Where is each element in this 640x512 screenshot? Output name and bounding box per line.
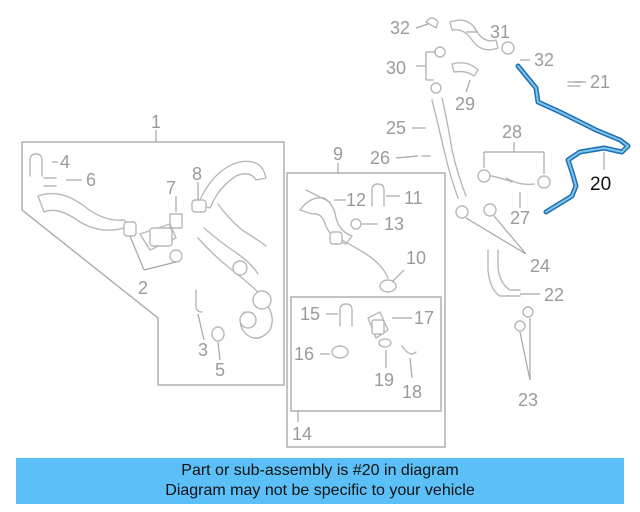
info-banner: Part or sub-assembly is #20 in diagram D… xyxy=(16,458,624,504)
group-1-parts xyxy=(29,153,273,342)
callout-3: 3 xyxy=(198,340,208,360)
callout-22: 22 xyxy=(544,285,564,305)
callout-2: 2 xyxy=(138,278,148,298)
callout-20: 20 xyxy=(590,174,611,195)
group-14-box xyxy=(290,296,442,412)
callout-10: 10 xyxy=(406,248,426,268)
right-parts xyxy=(421,17,583,332)
callout-29: 29 xyxy=(455,94,475,114)
banner-line-2: Diagram may not be specific to your vehi… xyxy=(165,482,475,499)
callout-17: 17 xyxy=(414,308,434,328)
banner-line-1: Part or sub-assembly is #20 in diagram xyxy=(181,462,459,479)
callout-32a: 32 xyxy=(390,18,410,38)
callout-25: 25 xyxy=(386,118,406,138)
callout-9: 9 xyxy=(333,144,343,164)
parts-diagram: 1 2 3 4 5 6 7 8 9 10 11 12 13 14 15 16 1… xyxy=(21,17,631,448)
group-14-parts xyxy=(331,303,417,359)
callout-21: 21 xyxy=(590,72,610,92)
callout-7: 7 xyxy=(166,178,176,198)
callout-16: 16 xyxy=(294,344,314,364)
callout-28: 28 xyxy=(502,122,522,142)
callout-8: 8 xyxy=(192,164,202,184)
callout-32b: 32 xyxy=(534,50,554,70)
callout-6: 6 xyxy=(86,170,96,190)
callout-4: 4 xyxy=(60,152,70,172)
callout-30: 30 xyxy=(386,58,406,78)
callout-18: 18 xyxy=(402,382,422,402)
callout-31: 31 xyxy=(490,22,510,42)
callout-19: 19 xyxy=(374,370,394,390)
part-20-hose[interactable] xyxy=(515,63,631,215)
part-20-hose-inner xyxy=(517,65,629,213)
group-1-outline xyxy=(21,141,285,386)
callout-23: 23 xyxy=(518,390,538,410)
callout-13: 13 xyxy=(384,214,404,234)
callout-11: 11 xyxy=(404,188,423,208)
callout-1: 1 xyxy=(151,112,161,132)
callout-14: 14 xyxy=(292,424,312,444)
group-9-parts xyxy=(299,183,397,293)
callout-24: 24 xyxy=(530,256,550,276)
callout-27: 27 xyxy=(510,208,530,228)
group-9-box xyxy=(286,172,446,448)
callout-12: 12 xyxy=(346,190,366,210)
callout-5: 5 xyxy=(215,360,225,380)
leader-lines xyxy=(52,23,605,381)
callout-26: 26 xyxy=(370,148,390,168)
callout-15: 15 xyxy=(300,304,320,324)
